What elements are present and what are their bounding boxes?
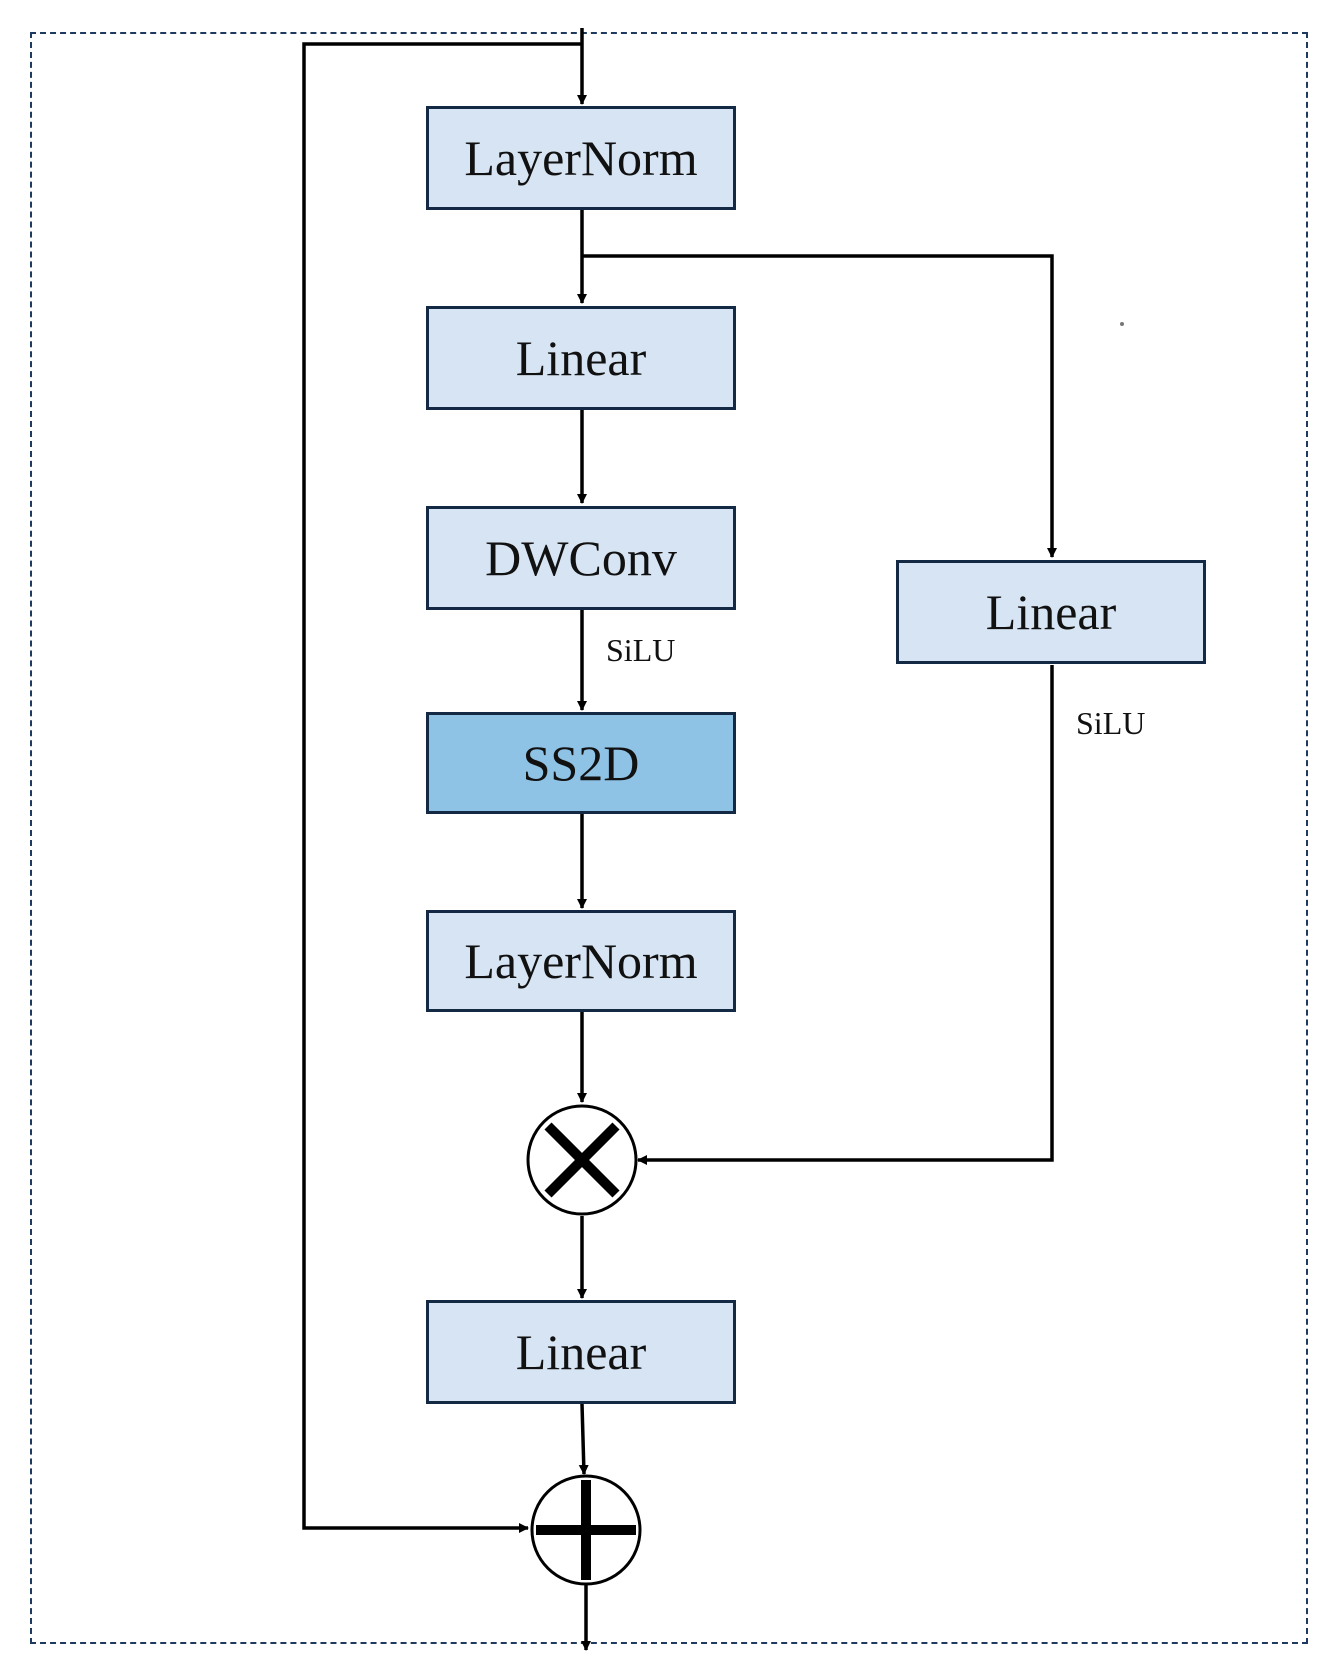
arrow-linear-add	[578, 1403, 589, 1475]
dwconv-block: DWConv	[426, 506, 736, 610]
gate-to-multiply	[637, 665, 1054, 1165]
silu-label-main: SiLU	[606, 632, 676, 668]
skip-connection	[302, 42, 582, 1533]
linear-gate-block: Linear	[896, 560, 1206, 664]
multiply-icon	[526, 1104, 638, 1216]
silu-label-gate: SiLU	[1076, 705, 1146, 741]
layernorm-top-block: LayerNorm	[426, 106, 736, 210]
block-frame	[30, 32, 1308, 1644]
add-icon	[530, 1474, 642, 1586]
gate-branch	[582, 254, 1057, 558]
stray-dot	[1120, 322, 1124, 326]
linear-out-block: Linear	[426, 1300, 736, 1404]
layernorm-bottom-block: LayerNorm	[426, 910, 736, 1012]
linear-main-block: Linear	[426, 306, 736, 410]
ss2d-block: SS2D	[426, 712, 736, 814]
